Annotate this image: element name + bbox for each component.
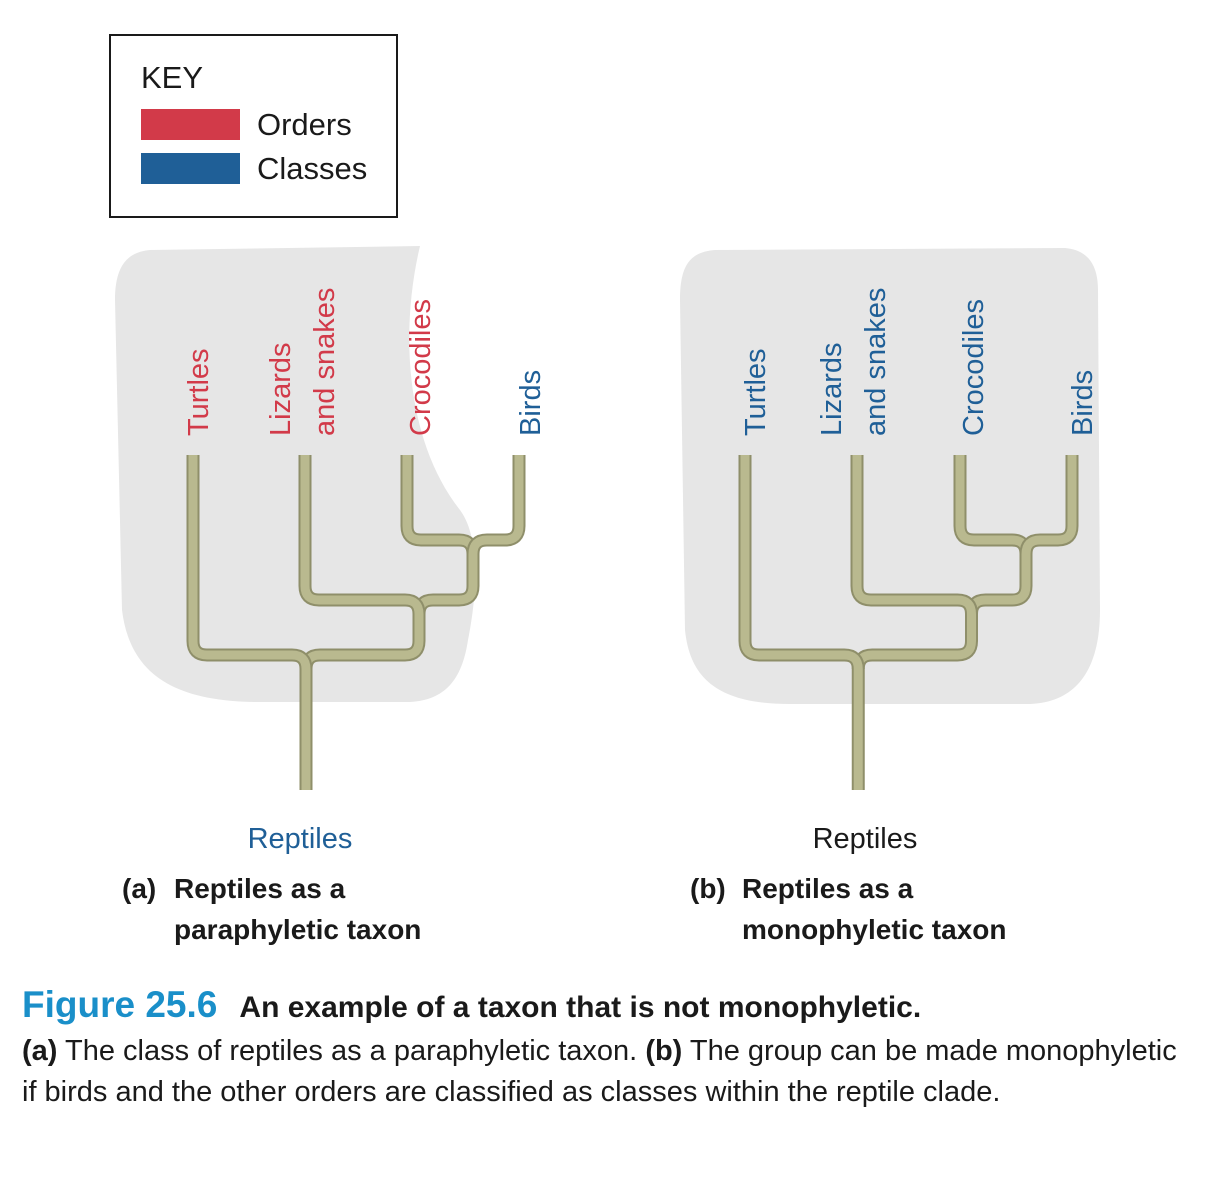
caption-part-b-letter: (b) bbox=[645, 1035, 683, 1067]
classes-swatch bbox=[141, 153, 240, 184]
paraphyletic-region-a bbox=[115, 246, 476, 702]
orders-label: Orders bbox=[257, 107, 352, 142]
caption-part-a-text: The class of reptiles as a paraphyletic … bbox=[65, 1035, 638, 1067]
panel-caption-b: (b) Reptiles as a monophyletic taxon bbox=[690, 873, 1006, 945]
a-branch-lizards bbox=[300, 455, 424, 615]
taxon-label-1-2-0: Crocodiles bbox=[958, 299, 990, 436]
taxon-label-1-1-1: and snakes bbox=[860, 288, 892, 436]
panel-caption-a-line2: paraphyletic taxon bbox=[174, 914, 421, 945]
taxon-label-0-1-1: and snakes bbox=[309, 288, 341, 436]
b-branch-birds bbox=[1021, 455, 1077, 555]
taxon-label-0-3-0: Birds bbox=[515, 370, 547, 436]
taxon-label-0-1-0: Lizards bbox=[265, 343, 297, 437]
caption-part-b-text: The group can be made monophyletic if bi… bbox=[22, 1035, 1177, 1108]
panel-caption-a: (a) Reptiles as a paraphyletic taxon bbox=[122, 873, 421, 945]
taxon-label-1-3-0: Birds bbox=[1067, 370, 1099, 436]
b-branch-turtles bbox=[740, 455, 863, 670]
caption-part-a-letter: (a) bbox=[22, 1035, 58, 1067]
key-title: KEY bbox=[141, 60, 204, 95]
panel-letter-b: (b) bbox=[690, 873, 726, 904]
tree-b bbox=[738, 455, 1079, 790]
taxon-label-1-0-0: Turtles bbox=[740, 348, 772, 436]
figure-title: An example of a taxon that is not monoph… bbox=[239, 991, 922, 1024]
figure-caption-body: (a) The class of reptiles as a paraphyle… bbox=[22, 1031, 1192, 1113]
orders-swatch bbox=[141, 109, 240, 140]
taxon-label-0-0-0: Turtles bbox=[183, 348, 215, 436]
panel-caption-a-line1: Reptiles as a bbox=[174, 873, 346, 904]
key-legend: KEY Orders Classes bbox=[109, 34, 398, 218]
classes-label: Classes bbox=[257, 151, 368, 186]
figure-number: Figure 25.6 bbox=[22, 984, 218, 1025]
group-label-b: Reptiles bbox=[813, 823, 918, 855]
panel-caption-b-line2: monophyletic taxon bbox=[742, 914, 1006, 945]
group-label-a: Reptiles bbox=[248, 823, 353, 855]
b-branch-lizards bbox=[852, 455, 976, 615]
taxon-label-1-1-0: Lizards bbox=[816, 343, 848, 437]
monophyletic-region-b bbox=[680, 248, 1100, 704]
taxon-label-0-2-0: Crocodiles bbox=[405, 299, 437, 436]
figure-caption: Figure 25.6 An example of a taxon that i… bbox=[22, 984, 1192, 1113]
panel-letter-a: (a) bbox=[122, 873, 156, 904]
panel-caption-b-line1: Reptiles as a bbox=[742, 873, 914, 904]
a-branch-turtles bbox=[188, 455, 311, 670]
figure-caption-heading: Figure 25.6 An example of a taxon that i… bbox=[22, 984, 1192, 1029]
a-branch-birds bbox=[468, 455, 524, 555]
tree-a bbox=[186, 455, 526, 790]
